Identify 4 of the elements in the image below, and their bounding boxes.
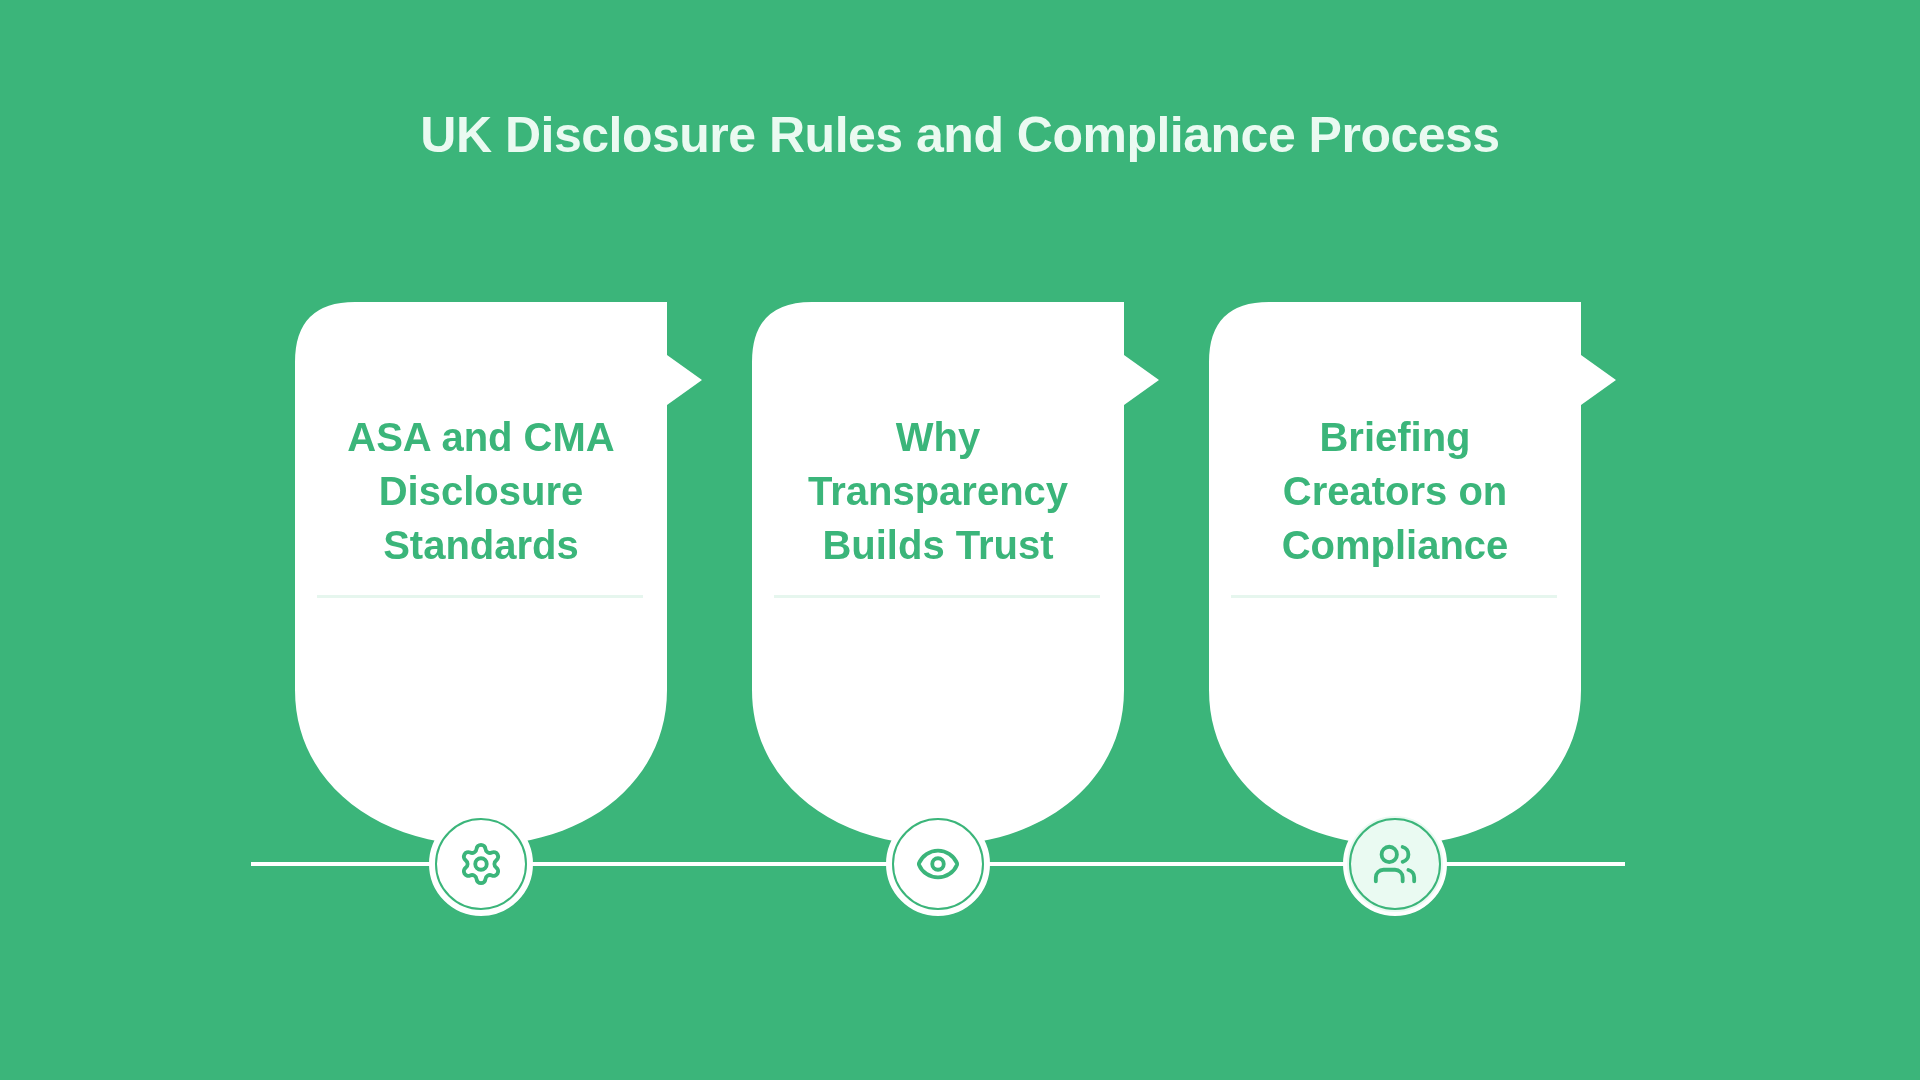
card-heading: ASA and CMA Disclosure Standards	[346, 414, 616, 569]
title: UK Disclosure Rules and Compliance Process	[419, 106, 1501, 164]
card-heading: Briefing Creators on Compliance	[1280, 414, 1510, 569]
card-heading: Why Transparency Builds Trust	[806, 414, 1070, 569]
